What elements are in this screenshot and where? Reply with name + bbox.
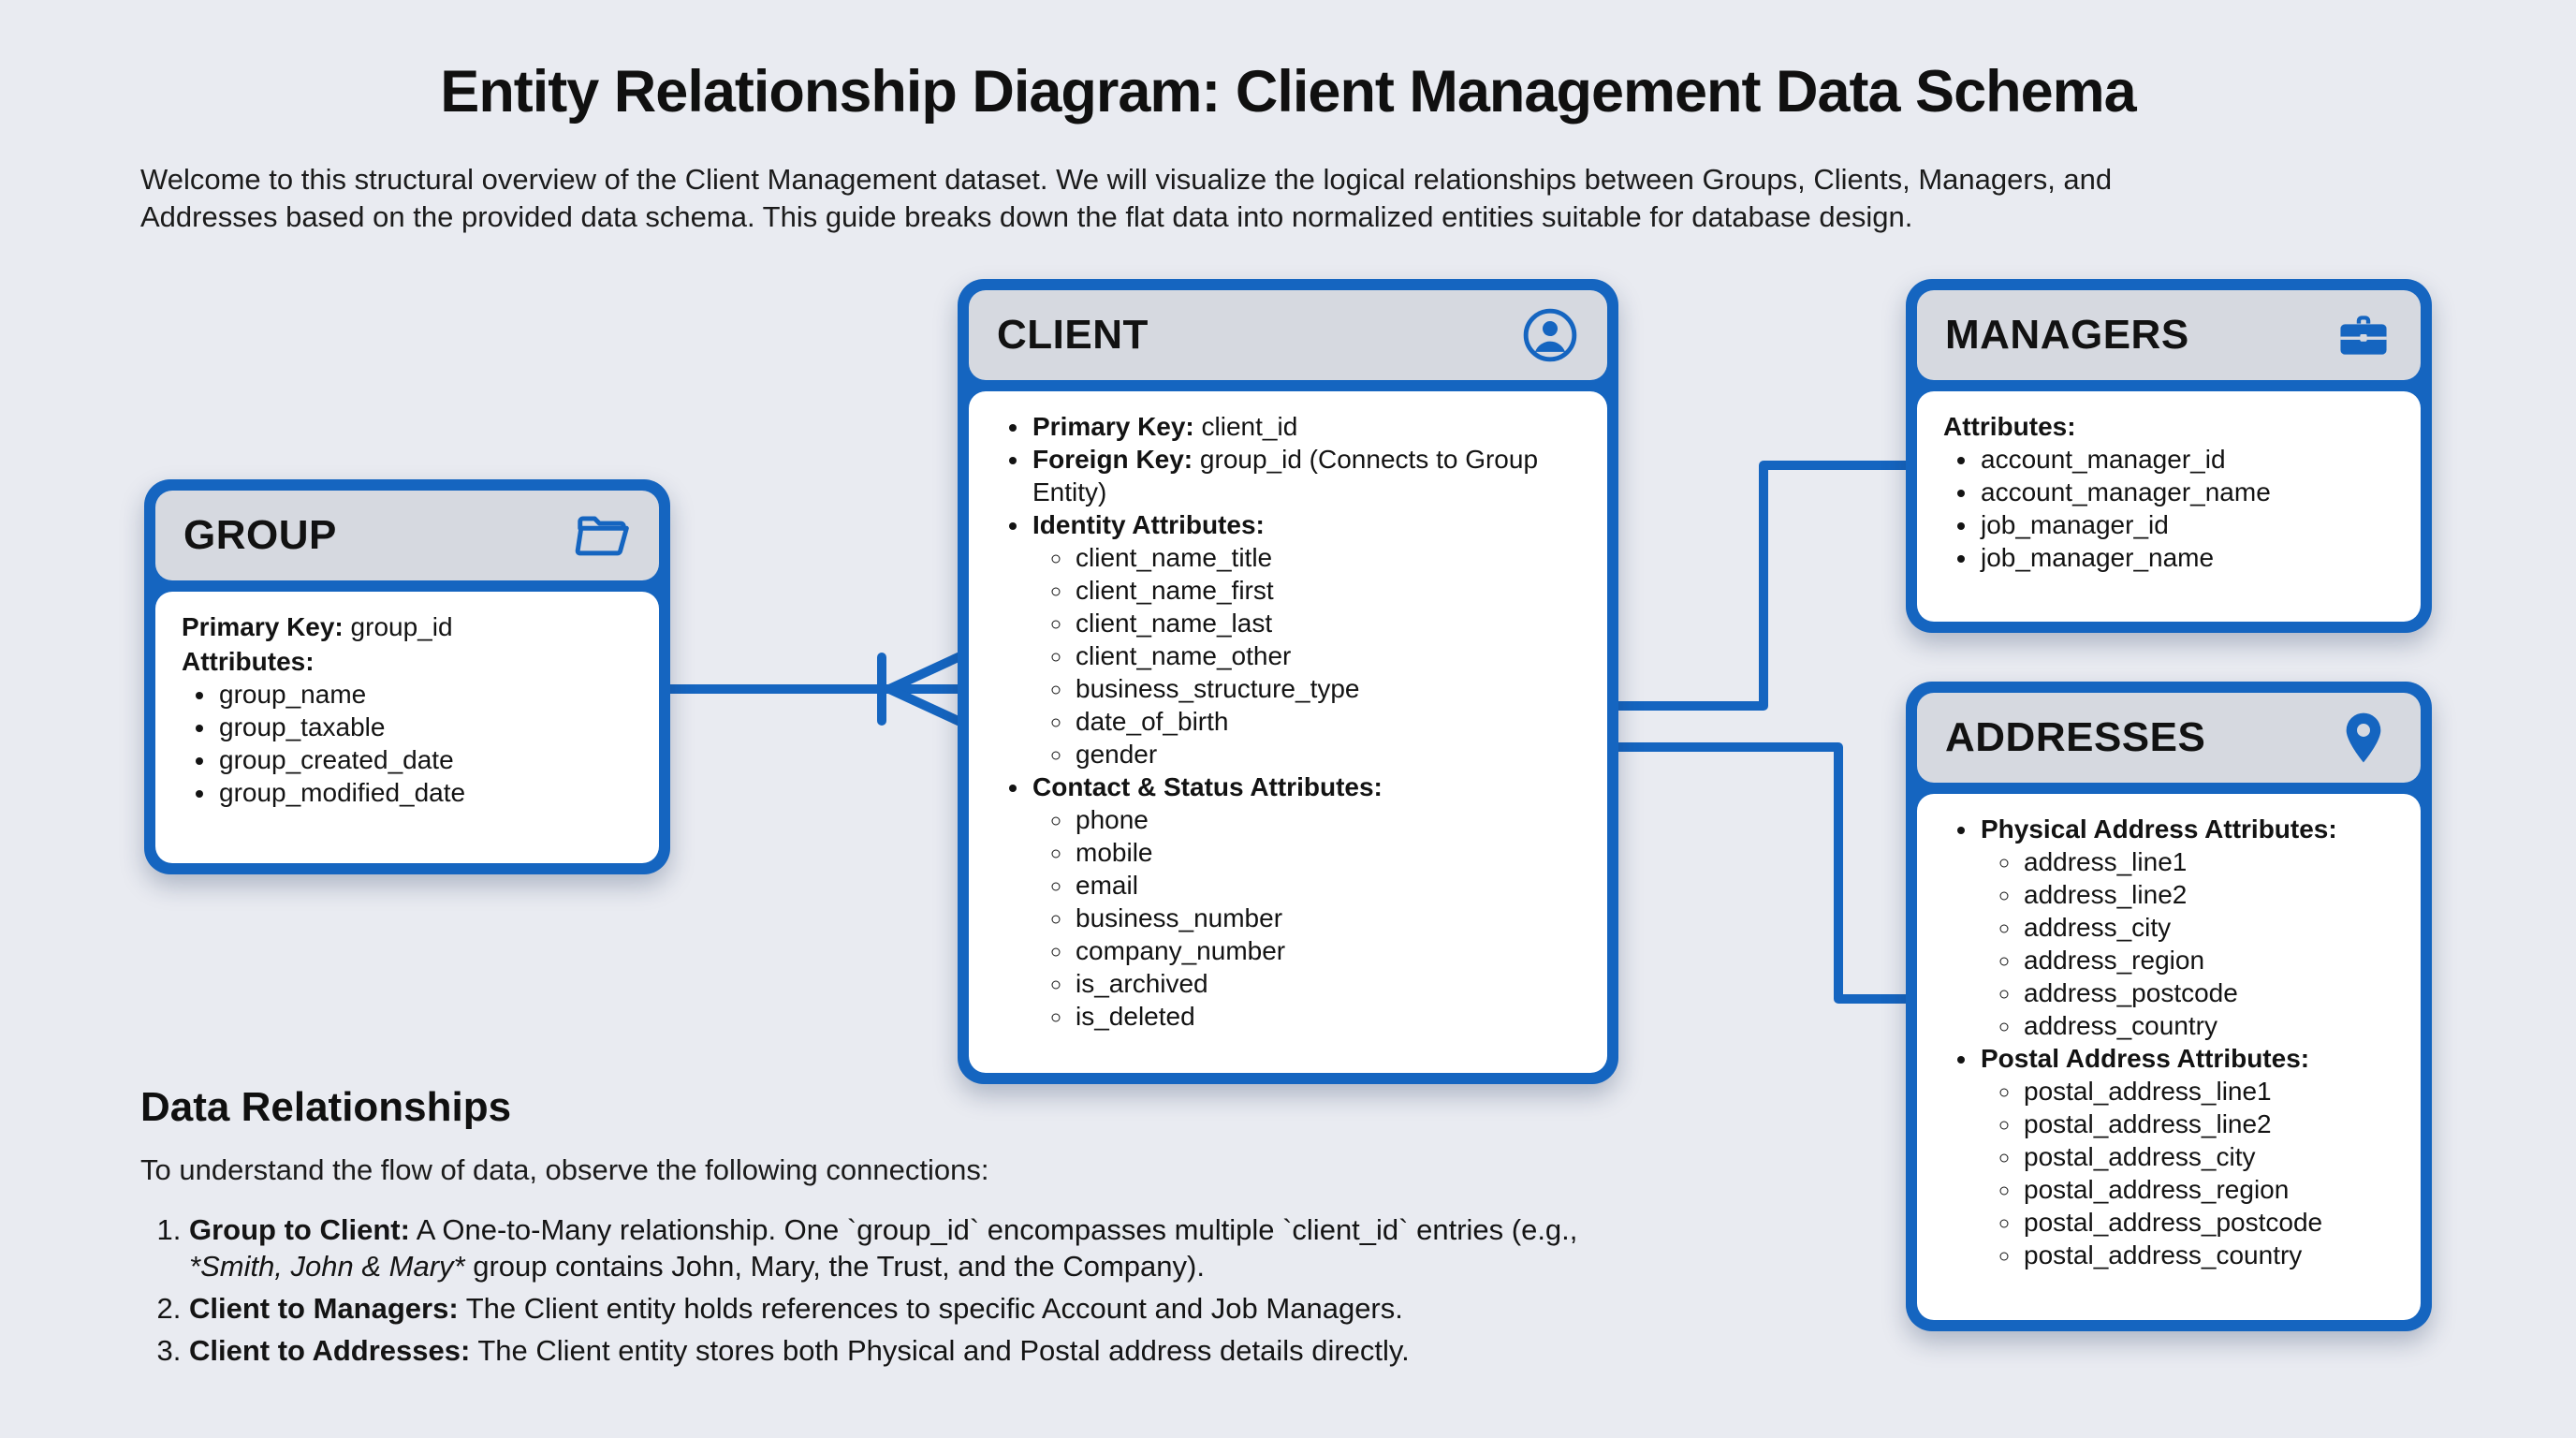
entity-addresses-header: ADDRESSES [1917,693,2421,783]
entity-group: GROUP Primary Key: group_id Attributes: … [144,479,670,874]
entity-client-body: Primary Key: client_id Foreign Key: grou… [969,391,1607,1073]
attribute-item: address_country [2022,1009,2394,1042]
entity-managers-title: MANAGERS [1945,312,2189,358]
attribute-item: client_name_title [1074,541,1581,574]
client-attributes-list: Primary Key: client_id Foreign Key: grou… [995,410,1581,1033]
attribute-item: client_name_last [1074,607,1581,639]
attribute-item: address_postcode [2022,976,2394,1009]
attribute-item: is_archived [1074,967,1581,1000]
relationships-list: Group to Client: A One-to-Many relations… [140,1211,1676,1369]
client-identity-group: Identity Attributes: client_name_title c… [1031,508,1581,770]
attribute-item: email [1074,869,1581,902]
addresses-postal-group: Postal Address Attributes: postal_addres… [1979,1042,2394,1271]
intro-text: Welcome to this structural overview of t… [140,161,2452,236]
attribute-item: group_modified_date [217,776,633,809]
attribute-item: business_number [1074,902,1581,934]
entity-client: CLIENT Primary Key: client_id Foreign Ke… [958,279,1618,1084]
client-identity-list: client_name_title client_name_first clie… [1032,541,1581,770]
attribute-item: group_name [217,678,633,711]
attribute-item: address_region [2022,944,2394,976]
attribute-item: company_number [1074,934,1581,967]
entity-client-header: CLIENT [969,290,1607,380]
crow-foot-many-icon [877,651,967,727]
addresses-physical-list: address_line1 address_line2 address_city… [1981,845,2394,1042]
attribute-item: postal_address_line2 [2022,1108,2394,1140]
connector-client-to-managers [1607,461,1920,711]
attribute-item: group_created_date [217,743,633,776]
relationships-heading: Data Relationships [140,1084,512,1130]
attribute-item: job_manager_name [1979,541,2394,574]
entity-managers-header: MANAGERS [1917,290,2421,380]
attribute-item: address_city [2022,911,2394,944]
entity-addresses-title: ADDRESSES [1945,714,2206,760]
attribute-item: date_of_birth [1074,705,1581,738]
client-primary-key: Primary Key: client_id [1031,410,1581,443]
attribute-item: address_line2 [2022,878,2394,911]
client-contact-list: phone mobile email business_number compa… [1032,803,1581,1033]
folder-open-icon [573,506,631,565]
entity-client-title: CLIENT [997,312,1149,358]
intro-line-1: Welcome to this structural overview of t… [140,163,2113,196]
attribute-item: postal_address_city [2022,1140,2394,1173]
attribute-item: account_manager_id [1979,443,2394,476]
attribute-item: address_line1 [2022,845,2394,878]
data-relationships-section: Data Relationships To understand the flo… [140,1084,1676,1374]
attribute-item: client_name_first [1074,574,1581,607]
entity-managers-body: Attributes: account_manager_id account_m… [1917,391,2421,622]
attribute-item: mobile [1074,836,1581,869]
attribute-item: business_structure_type [1074,672,1581,705]
relationship-item: Group to Client: A One-to-Many relations… [189,1211,1676,1284]
attribute-item: postal_address_region [2022,1173,2394,1206]
entity-addresses-body: Physical Address Attributes: address_lin… [1917,794,2421,1320]
intro-line-2: Addresses based on the provided data sch… [140,200,1913,233]
client-foreign-key: Foreign Key: group_id (Connects to Group… [1031,443,1581,508]
connector-client-to-addresses [1607,742,1920,1004]
attribute-item: gender [1074,738,1581,770]
relationship-item: Client to Addresses: The Client entity s… [189,1332,1676,1369]
person-icon [1521,306,1579,364]
group-primary-key: Primary Key: group_id [182,612,453,641]
attribute-item: account_manager_name [1979,476,2394,508]
addresses-attributes-list: Physical Address Attributes: address_lin… [1943,813,2394,1271]
addresses-postal-list: postal_address_line1 postal_address_line… [1981,1075,2394,1271]
map-pin-icon [2334,709,2393,767]
attribute-item: postal_address_country [2022,1239,2394,1271]
relationship-item: Client to Managers: The Client entity ho… [189,1290,1676,1327]
group-attributes-list: group_name group_taxable group_created_d… [182,678,633,809]
managers-attributes-list: account_manager_id account_manager_name … [1943,443,2394,574]
client-contact-group: Contact & Status Attributes: phone mobil… [1031,770,1581,1033]
attribute-item: postal_address_postcode [2022,1206,2394,1239]
entity-group-title: GROUP [183,512,337,558]
group-attributes-label: Attributes: [182,647,315,676]
relationships-intro: To understand the flow of data, observe … [140,1153,989,1186]
briefcase-icon [2334,306,2393,364]
addresses-physical-group: Physical Address Attributes: address_lin… [1979,813,2394,1042]
entity-group-header: GROUP [155,491,659,580]
entity-managers: MANAGERS Attributes: account_manager_id … [1906,279,2432,633]
page-title: Entity Relationship Diagram: Client Mana… [440,59,2136,125]
entity-group-body: Primary Key: group_id Attributes: group_… [155,592,659,863]
managers-attributes-label: Attributes: [1943,412,2076,441]
attribute-item: job_manager_id [1979,508,2394,541]
attribute-item: group_taxable [217,711,633,743]
attribute-item: is_deleted [1074,1000,1581,1033]
attribute-item: postal_address_line1 [2022,1075,2394,1108]
attribute-item: client_name_other [1074,639,1581,672]
attribute-item: phone [1074,803,1581,836]
entity-addresses: ADDRESSES Physical Address Attributes: a… [1906,682,2432,1331]
